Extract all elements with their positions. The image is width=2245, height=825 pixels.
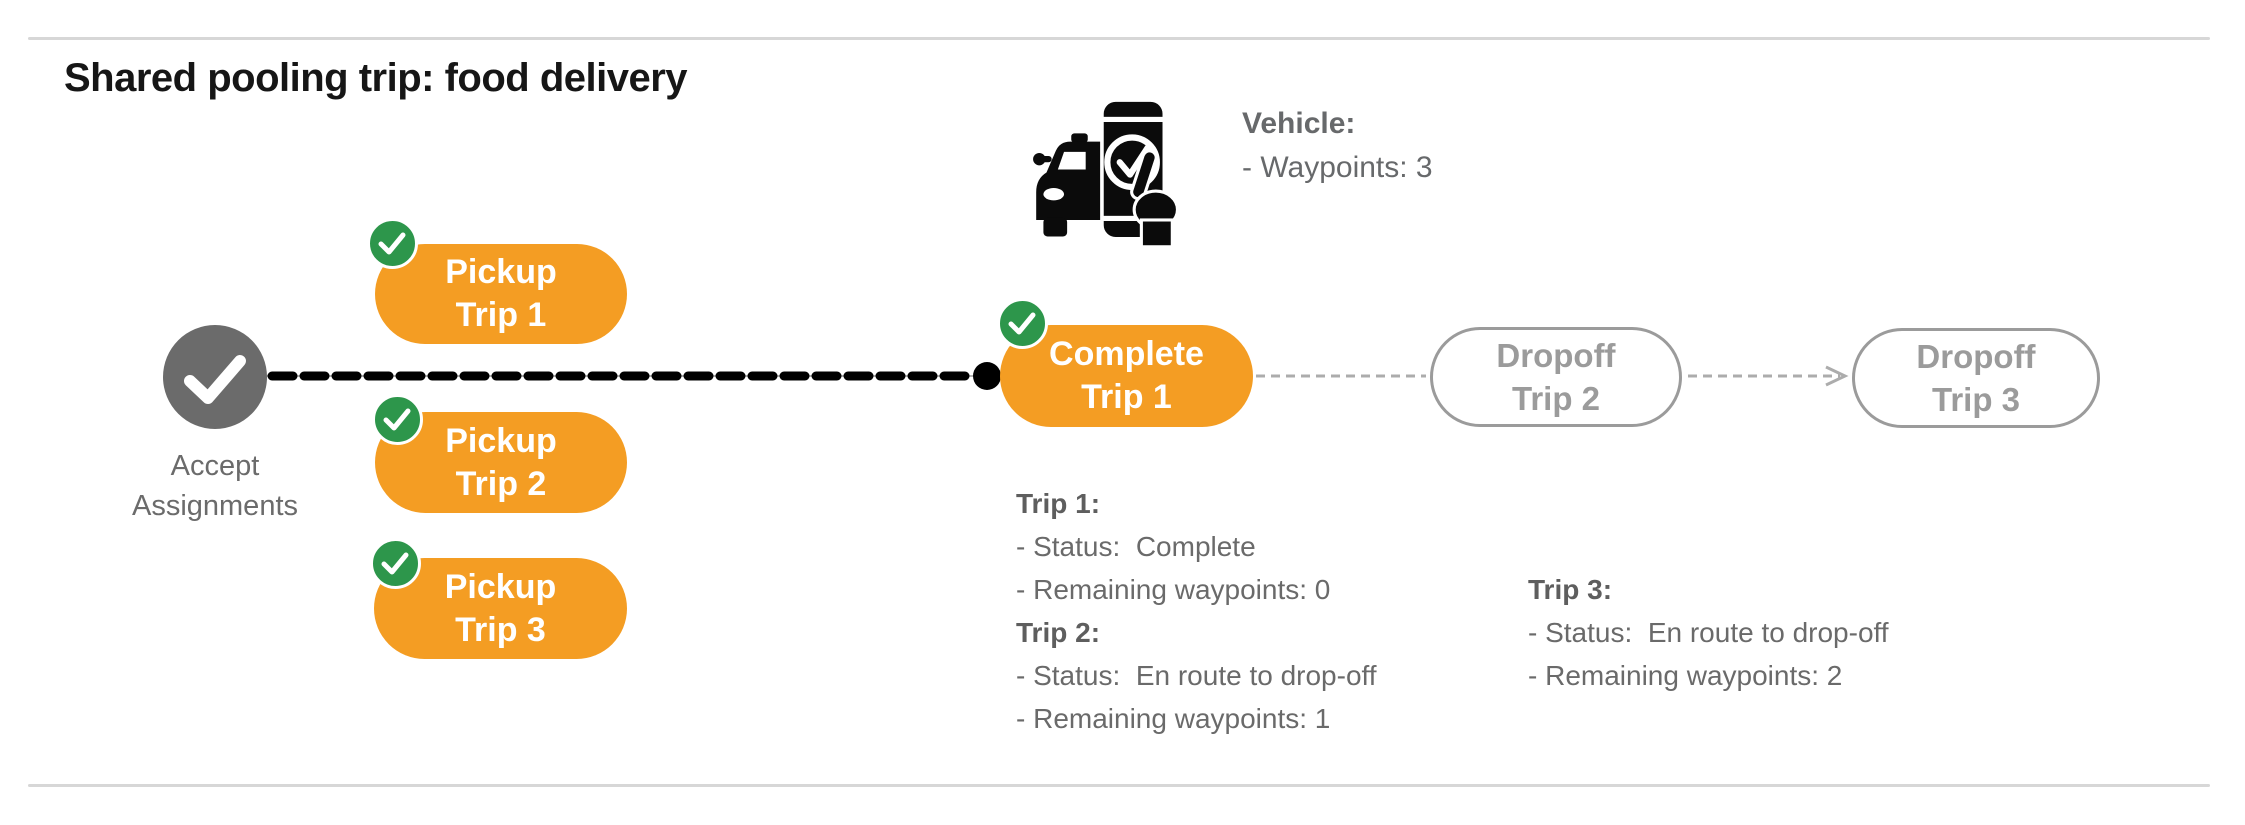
trip3-title: Trip 3: [1528, 574, 1613, 605]
route-current-dot [973, 362, 1001, 390]
node-dropoff-trip-3: Dropoff Trip 3 [1852, 328, 2100, 428]
done-badge [372, 394, 423, 445]
top-divider [28, 37, 2210, 40]
check-icon [381, 552, 409, 575]
accept-label-line1: Accept [170, 450, 260, 482]
trip3-status: - Status: En route to drop-off [1528, 617, 1889, 648]
trip2-status: - Status: En route to drop-off [1016, 660, 1377, 691]
accept-assignments-label: Accept Assignments [95, 446, 335, 526]
vehicle-label: Vehicle: [1242, 107, 1356, 140]
node-label-line1: Dropoff [1916, 338, 2036, 375]
node-label-line2: Trip 1 [1081, 378, 1172, 416]
node-label-line1: Pickup [445, 421, 557, 460]
node-label-line2: Trip 2 [1511, 380, 1601, 417]
check-icon [383, 408, 411, 431]
done-badge [370, 538, 421, 589]
accept-label-line2: Assignments [131, 490, 298, 522]
vehicle-info: Vehicle: - Waypoints: 3 [1242, 102, 1433, 190]
node-label-line1: Dropoff [1496, 337, 1616, 374]
done-badge [997, 298, 1048, 349]
node-label-line1: Pickup [444, 567, 557, 606]
node-complete-trip-1: Complete Trip 1 [1000, 325, 1253, 427]
page-title: Shared pooling trip: food delivery [64, 56, 688, 100]
done-badge [367, 218, 418, 269]
node-label-line2: Trip 1 [455, 296, 547, 334]
node-label-line2: Trip 3 [455, 610, 546, 649]
trip1-status: - Status: Complete [1016, 531, 1256, 562]
node-label-line1: Complete [1049, 335, 1204, 373]
vehicle-phone-check-icon [1033, 98, 1180, 249]
trip2-waypoints: - Remaining waypoints: 1 [1016, 703, 1331, 734]
arrowhead-icon [1825, 365, 1849, 387]
vehicle-waypoints: - Waypoints: 3 [1242, 151, 1433, 184]
status-block-trips-1-2: Trip 1: - Status: Complete - Remaining w… [1016, 482, 1377, 740]
trip1-waypoints: - Remaining waypoints: 0 [1016, 574, 1331, 605]
status-block-trip-3: Trip 3: - Status: En route to drop-off -… [1528, 568, 1889, 697]
check-icon [1008, 312, 1036, 335]
trip2-title: Trip 2: [1016, 617, 1101, 648]
node-label-line2: Trip 3 [1931, 381, 2021, 418]
node-label-line1: Pickup [445, 253, 557, 291]
trip3-waypoints: - Remaining waypoints: 2 [1528, 660, 1843, 691]
check-icon [378, 232, 406, 255]
node-label-line2: Trip 2 [455, 464, 547, 503]
accept-assignments-node [163, 325, 267, 429]
node-dropoff-trip-2: Dropoff Trip 2 [1430, 327, 1682, 427]
node-pickup-trip-3: Pickup Trip 3 [374, 558, 627, 659]
check-icon [184, 355, 246, 404]
node-pickup-trip-1: Pickup Trip 1 [375, 244, 627, 344]
bottom-divider [28, 784, 2210, 787]
trip1-title: Trip 1: [1016, 488, 1101, 519]
